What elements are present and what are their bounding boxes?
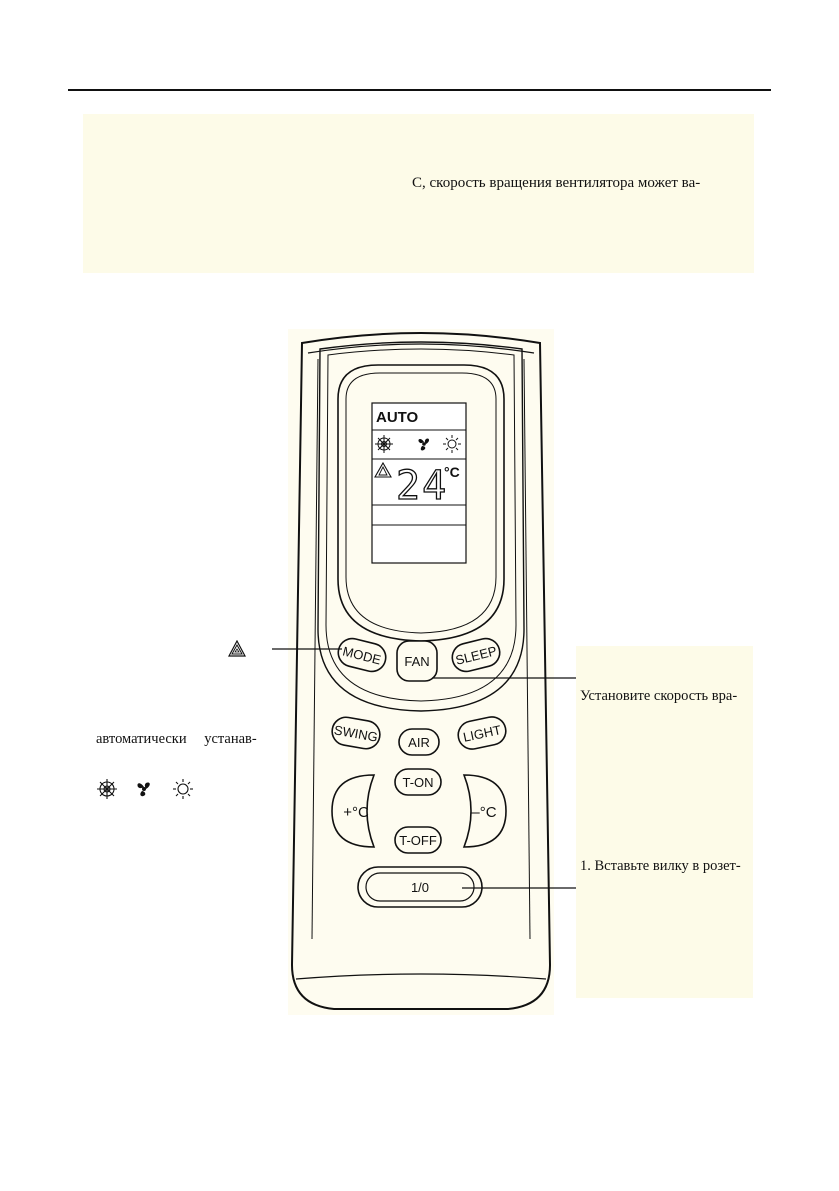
remote-control: AUTO 24 °C MODE FAN SLEEP SWING AIR LIGH… <box>288 329 554 1015</box>
lcd-snowflake-icon <box>375 435 393 453</box>
fan-button[interactable]: FAN <box>396 640 438 682</box>
svg-text:AIR: AIR <box>408 735 430 750</box>
temp-up-button[interactable]: +°C <box>331 774 376 848</box>
power-instruction: 1. Вставьте вилку в розет- <box>580 858 741 874</box>
air-button[interactable]: AIR <box>398 728 440 756</box>
lcd-auto-triangle-icon <box>374 461 392 478</box>
temp-down-button[interactable]: –°C <box>462 774 507 848</box>
fan-speed-instruction: Установите скорость вра- <box>580 688 738 704</box>
swing-button[interactable]: SWING <box>330 715 382 751</box>
svg-text:+°C: +°C <box>343 804 369 821</box>
instruction-panel <box>576 646 753 998</box>
lcd-temperature-unit: °C <box>444 464 460 480</box>
cool-snowflake-icon <box>97 779 117 799</box>
lcd-temperature: 24 <box>396 463 448 509</box>
sleep-button[interactable]: SLEEP <box>449 636 502 675</box>
lcd-sun-icon <box>443 435 461 453</box>
svg-text:–°C: –°C <box>471 804 496 821</box>
lcd-fan-icon <box>418 438 430 451</box>
fan-icon <box>137 782 150 797</box>
note-text: С, скорость вращения вентилятора может в… <box>412 175 701 191</box>
mode-button[interactable]: MODE <box>335 636 388 675</box>
header-rule <box>68 89 771 91</box>
auto-description: автоматически устанав- <box>96 731 257 747</box>
svg-text:1/0: 1/0 <box>411 880 429 895</box>
light-button[interactable]: LIGHT <box>456 714 509 751</box>
heat-sun-icon <box>173 779 193 799</box>
note-box <box>83 114 754 273</box>
lcd-mode-text: AUTO <box>376 409 419 426</box>
svg-text:FAN: FAN <box>404 654 429 669</box>
auto-triangle-icon <box>228 640 246 657</box>
timer-off-button[interactable]: T-OFF <box>394 826 442 854</box>
timer-on-button[interactable]: T-ON <box>394 768 442 796</box>
power-button[interactable]: 1/0 <box>357 866 483 908</box>
svg-text:T-ON: T-ON <box>402 775 433 790</box>
svg-text:T-OFF: T-OFF <box>399 833 437 848</box>
